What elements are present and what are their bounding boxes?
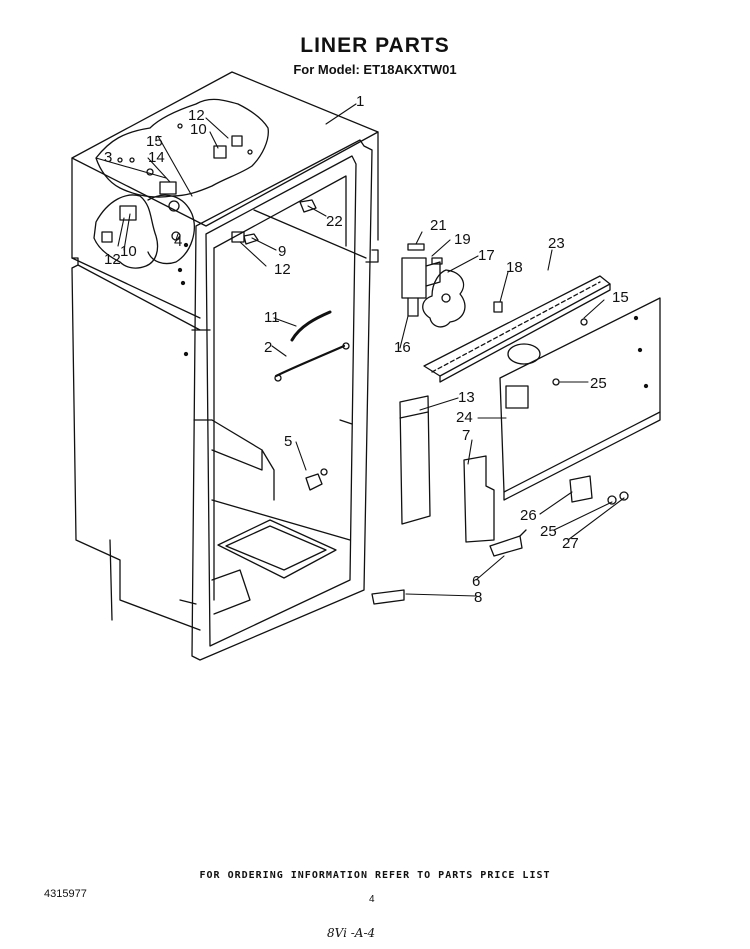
model-number: ET18AKXTW01: [363, 62, 457, 77]
callout-14: 14: [148, 149, 165, 166]
fan-assembly: [401, 243, 503, 328]
page-number: 4: [369, 894, 375, 905]
callout-10-left: 10: [120, 243, 137, 260]
callout-3: 3: [104, 149, 112, 166]
model-subtitle: For Model: ET18AKXTW01: [0, 62, 750, 77]
callout-15-top: 15: [146, 133, 163, 150]
callout-27: 27: [562, 535, 579, 552]
handwritten-mark: 8Vi -A-4: [327, 926, 376, 940]
evaporator-cover: [423, 275, 611, 383]
callout-12-left: 12: [104, 251, 121, 268]
callout-12-top: 12: [188, 107, 205, 124]
document-number: 4315977: [44, 888, 87, 900]
callout-26: 26: [520, 507, 537, 524]
callout-2: 2: [264, 339, 272, 356]
callout-11: 11: [264, 309, 280, 326]
callout-25-bottom: 25: [540, 523, 557, 540]
callout-9: 9: [278, 243, 286, 260]
callout-6: 6: [472, 573, 480, 590]
callout-7: 7: [462, 427, 470, 444]
callout-21: 21: [430, 217, 447, 234]
cabinet-small-parts: [231, 199, 350, 491]
callout-12-mid: 12: [274, 261, 291, 278]
callout-10-top: 10: [190, 121, 207, 138]
callout-5: 5: [284, 433, 292, 450]
callout-8: 8: [474, 589, 482, 606]
callout-17: 17: [478, 247, 495, 264]
leader-lines: [95, 103, 625, 597]
callout-25-right: 25: [590, 375, 607, 392]
rear-panel: [499, 297, 661, 501]
callout-4: 4: [174, 233, 182, 250]
callout-24: 24: [456, 409, 473, 426]
top-control-cutaway: [93, 98, 269, 269]
callout-18: 18: [506, 259, 523, 276]
callout-22: 22: [326, 213, 343, 230]
ordering-note: FOR ORDERING INFORMATION REFER TO PARTS …: [199, 870, 551, 881]
callout-labels: 1 12 10 15 3 14 22 4 12 10 9 12 11 2 5 2…: [104, 93, 629, 606]
callout-1: 1: [356, 93, 364, 110]
callout-23: 23: [548, 235, 565, 252]
page-title: LINER PARTS: [300, 34, 450, 57]
liner-cabinet: [71, 71, 379, 661]
callout-16: 16: [394, 339, 411, 356]
lower-small-parts: [371, 378, 629, 605]
model-prefix: For Model:: [293, 62, 360, 77]
callout-13: 13: [458, 389, 475, 406]
callout-19: 19: [454, 231, 471, 248]
callout-15-right: 15: [612, 289, 629, 306]
